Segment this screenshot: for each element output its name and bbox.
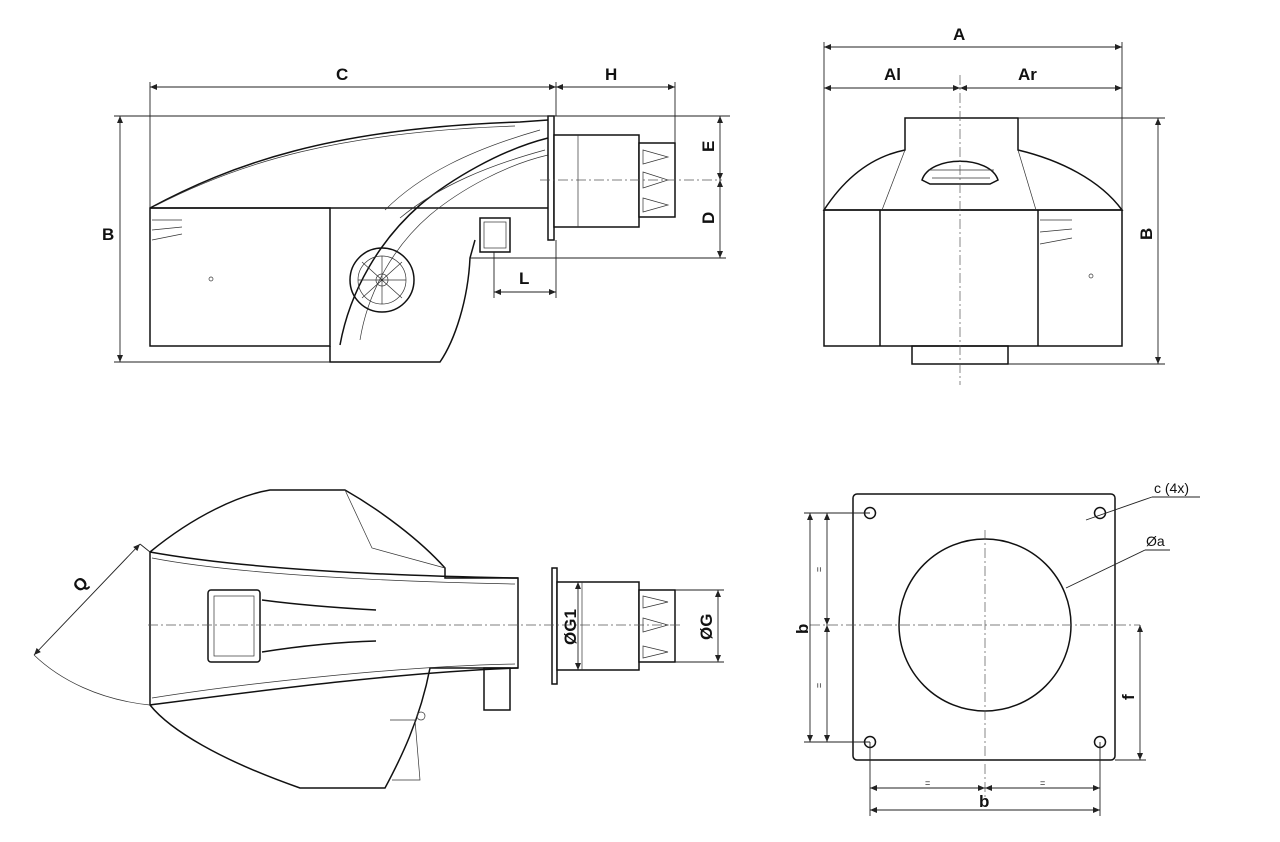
dim-label-f: f xyxy=(1119,694,1138,700)
callout-c-4x: c (4x) xyxy=(1154,480,1189,496)
dim-label-e: E xyxy=(699,141,718,152)
flange-view: c (4x) Øa b b f = = = = xyxy=(793,480,1200,816)
equal-mark-left: = xyxy=(925,778,930,788)
dim-label-d: D xyxy=(699,212,718,224)
dim-label-l: L xyxy=(519,269,529,288)
dim-label-q: Q xyxy=(69,573,92,596)
dim-label-g: ØG xyxy=(697,614,716,640)
equal-mark-lower: = xyxy=(814,683,824,688)
dim-label-b-vertical: b xyxy=(793,624,812,634)
dim-label-a: A xyxy=(953,25,965,44)
dim-label-b-horizontal: b xyxy=(979,792,989,811)
dim-label-h: H xyxy=(605,65,617,84)
front-view: A Al Ar B xyxy=(822,25,1165,385)
side-view: C H B E D L xyxy=(102,65,730,363)
top-view: Q ØG1 ØG xyxy=(33,489,724,789)
dim-label-b-front: B xyxy=(1137,228,1156,240)
equal-mark-right: = xyxy=(1040,778,1045,788)
equal-mark-upper: = xyxy=(814,567,824,572)
dim-label-ar: Ar xyxy=(1018,65,1037,84)
dim-label-al: Al xyxy=(884,65,901,84)
dim-label-g1: ØG1 xyxy=(561,609,580,645)
callout-a: Øa xyxy=(1146,533,1165,549)
dim-label-b-side: B xyxy=(102,225,114,244)
dim-label-c: C xyxy=(336,65,348,84)
